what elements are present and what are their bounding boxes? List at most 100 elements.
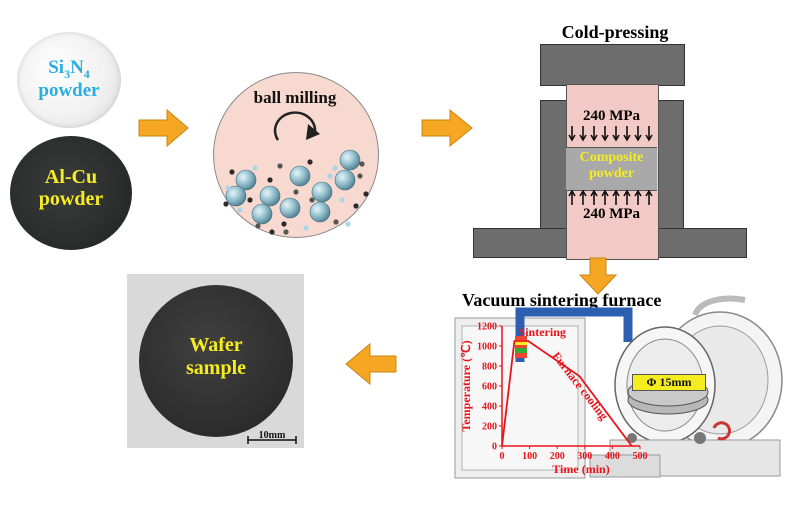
arrow-down [578,257,618,295]
powder-particle [269,229,275,235]
milling-ball [309,201,331,223]
pressure-arrow-down [634,126,642,142]
powder-particle [225,185,231,191]
pressure-arrow-up [645,189,653,205]
wafer-line2: sample [186,357,246,379]
pressure-arrow-down [568,126,576,142]
scale-bar [247,436,297,444]
pressure-arrows-top [568,126,653,142]
arrow-right-2 [421,108,473,148]
y-tick-label: 400 [482,402,497,413]
sintering-label: Sintering [519,325,566,339]
si3n4-formula: Si3N4 [48,57,90,81]
pressure-arrow-up [579,189,587,205]
milling-ball [289,165,311,187]
pressure-arrow-down [590,126,598,142]
composite-label: Composite powder [566,150,657,182]
y-tick-label: 0 [492,442,497,453]
milling-ball [259,185,281,207]
pressure-arrow-down [623,126,631,142]
pressure-arrow-up [623,189,631,205]
powder-particle [359,161,365,167]
powder-particle [223,201,229,207]
composite-line2: powder [588,166,635,182]
scale-bar-label: 10mm [258,430,286,441]
powder-particle [363,191,369,197]
y-axis-label: Temperature (℃) [459,340,473,431]
y-tick-label: 200 [482,422,497,433]
powder-particle [327,173,333,179]
pressure-arrow-down [601,126,609,142]
wafer-label: Wafer sample [139,334,293,380]
press-die-right [657,100,684,230]
furnace-illustration [454,295,783,479]
powder-particle [237,207,243,213]
powder-particle [252,165,258,171]
x-tick-label: 500 [633,451,648,462]
pressure-arrow-up [634,189,642,205]
milling-ball [251,203,273,225]
alcu-powder-image [10,136,132,250]
arrow-left [345,342,397,386]
x-tick-label: 400 [605,451,620,462]
milling-ball [225,185,247,207]
rotation-arrow-icon [273,111,320,141]
milling-ball [235,169,257,191]
top-pressure-label: 240 MPa [582,108,641,124]
pressure-arrow-up [568,189,576,205]
alcu-label: Al-Cu powder [10,166,132,210]
alcu-line1: Al-Cu [44,166,98,188]
pressure-arrow-down [579,126,587,142]
bottom-pressure-label: 240 MPa [582,206,641,222]
powder-particle [339,197,345,203]
composite-line1: Composite [579,150,644,165]
y-tick-label: 1000 [477,342,497,353]
pressure-arrow-down [645,126,653,142]
x-axis-label: Time (min) [552,462,609,476]
si3n4-label: Si3N4 powder [17,57,121,102]
powder-particle [293,189,299,195]
composite-powder-layer [566,147,657,191]
milling-ball [279,197,301,219]
milling-ball [339,149,361,171]
alcu-line2: powder [38,188,104,210]
si3n4-powder-image [17,32,121,128]
x-tick-label: 300 [577,451,592,462]
powder-particle [307,159,313,165]
ball-milling-label: ball milling [253,88,337,107]
powder-particle [247,197,253,203]
powder-particle [281,221,287,227]
powder-particle [309,197,315,203]
pressure-arrow-up [601,189,609,205]
milling-ball [334,169,356,191]
y-tick-label: 1200 [477,322,497,333]
diameter-label: Φ 15mm [632,374,706,391]
powder-particle [283,229,289,235]
arrow-right-1 [138,108,189,148]
powder-particle [255,223,261,229]
y-tick-label: 600 [482,382,497,393]
powder-particle [332,165,338,171]
powder-particle [277,163,283,169]
press-punch-top [540,44,685,86]
powder-particle [353,203,359,209]
x-tick-label: 100 [522,451,537,462]
pressure-arrow-up [612,189,620,205]
wafer-line1: Wafer [189,334,243,356]
powder-particle [303,225,309,231]
powder-particle [333,219,339,225]
powder-particle [229,169,235,175]
powder-particle [267,177,273,183]
x-tick-label: 0 [500,451,505,462]
furnace-title: Vacuum sintering furnace [462,290,662,310]
temperature-curve [501,340,633,447]
wafer-sample-image [139,285,293,437]
pressure-arrow-down [612,126,620,142]
x-tick-label: 200 [550,451,565,462]
pressure-arrows-bottom [568,189,653,205]
powder-particle [345,221,351,227]
powder-particle [357,173,363,179]
pressure-arrow-up [590,189,598,205]
milling-balls [223,149,369,235]
